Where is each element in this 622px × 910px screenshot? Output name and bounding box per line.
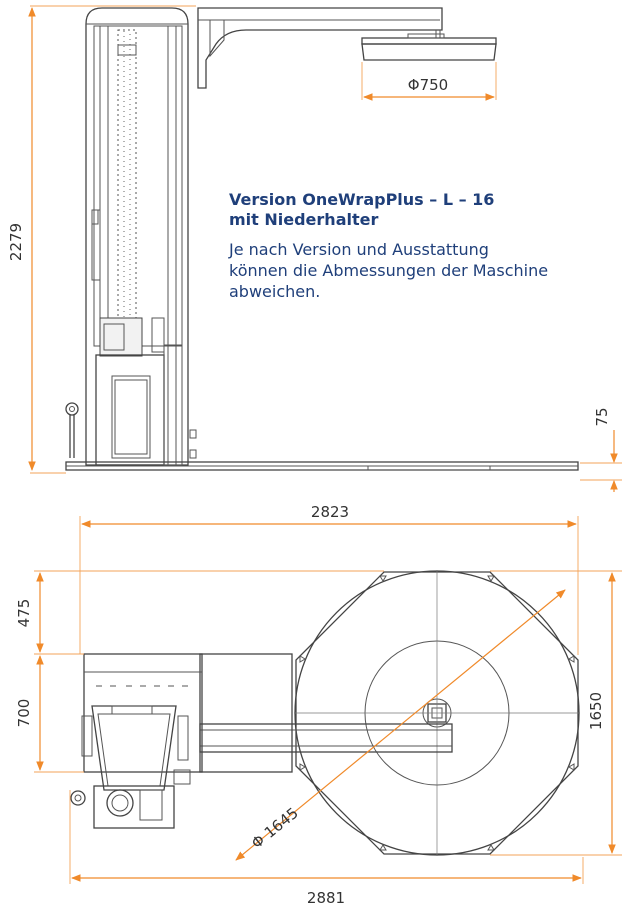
turntable-height-label: 75: [593, 407, 611, 426]
foot-lever: [65, 402, 79, 458]
version-title: Version OneWrapPlus – L – 16 mit Niederh…: [229, 190, 495, 229]
turntable-height-dimension: [580, 430, 622, 492]
width-top-label: 2823: [311, 503, 349, 521]
top-platen: [361, 33, 497, 61]
dimensions-note: Je nach Version und Ausstattung können d…: [229, 240, 549, 301]
width-top-dimension: [79, 516, 579, 655]
turntable-diameter-label: Φ 1645: [248, 804, 302, 852]
width-bottom-dimension: [69, 790, 584, 884]
depth-left-dimensions: [34, 570, 384, 773]
height-dimension: [28, 5, 196, 474]
control-box: [95, 344, 197, 466]
boom-arm: [197, 7, 443, 89]
top-view: 2823 475 700 1650 Φ 1645 2881: [15, 503, 622, 907]
depth-total-label: 1650: [587, 692, 605, 730]
turntable-diameter-dimension: [235, 589, 566, 861]
mast: [85, 7, 189, 466]
width-bottom-label: 2881: [307, 889, 345, 907]
turntable-side: [65, 461, 579, 471]
version-info: Version OneWrapPlus – L – 16 mit Niederh…: [229, 190, 614, 302]
depth-middle-label: 700: [15, 699, 33, 728]
platen-diameter-dimension: [361, 62, 497, 101]
depth-top-label: 475: [15, 599, 33, 628]
machine-body-top: [70, 653, 293, 829]
boom-arm-top: [199, 723, 453, 753]
platen-diameter-label: Φ750: [408, 76, 448, 94]
side-view: 2279 Φ750 75: [7, 5, 622, 492]
height-label: 2279: [7, 223, 25, 261]
